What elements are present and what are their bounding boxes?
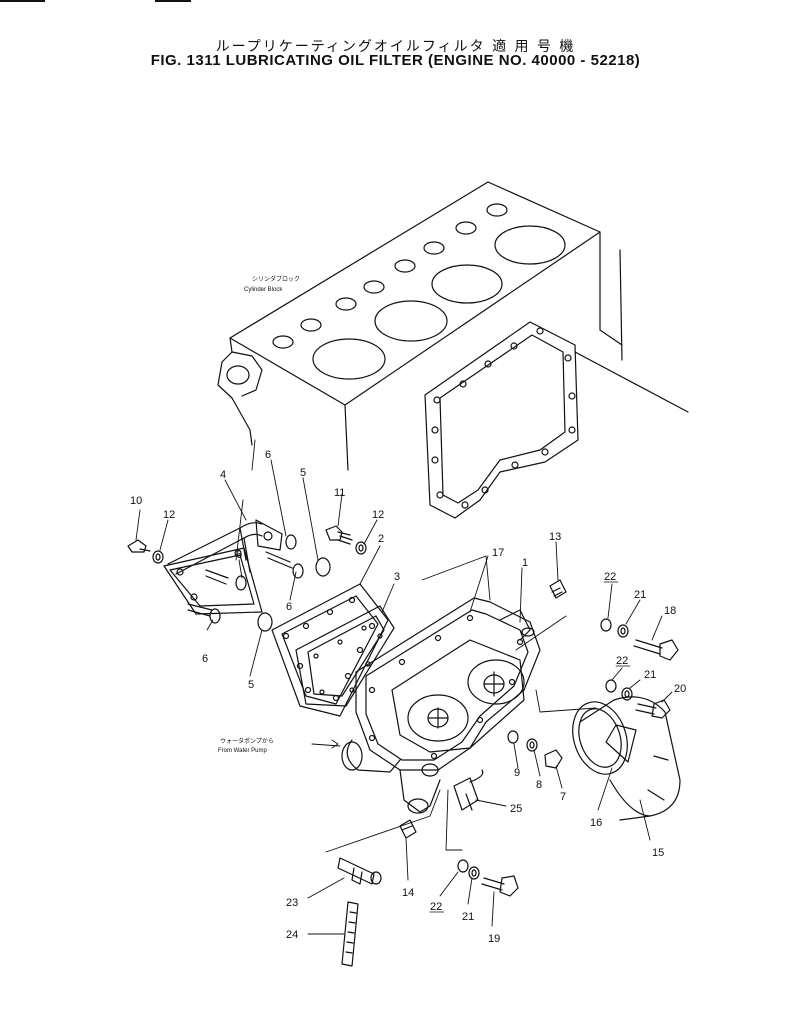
part-10: 10 xyxy=(130,495,142,507)
hose-24 xyxy=(341,901,359,967)
part-20: 20 xyxy=(674,683,686,695)
part-13: 13 xyxy=(549,531,561,543)
part-21a: 21 xyxy=(634,589,646,601)
gasket-3 xyxy=(295,605,395,707)
bolt-11 xyxy=(325,525,353,545)
part-12a: 12 xyxy=(163,509,175,521)
washers-and-o-rings xyxy=(152,534,633,880)
part-21b: 21 xyxy=(644,669,656,681)
part-5a: 5 xyxy=(300,467,306,479)
part-23: 23 xyxy=(286,897,298,909)
part-24: 24 xyxy=(286,929,298,941)
bolt-19 xyxy=(481,875,519,897)
figure-title: FIG. 1311 LUBRICATING OIL FILTER (ENGINE… xyxy=(150,52,641,69)
part-1: 1 xyxy=(522,557,528,569)
title-japanese: ループリケーティングオイルフィルタ 適 用 号 機 xyxy=(215,39,576,55)
part-9: 9 xyxy=(514,767,520,779)
part-6c: 6 xyxy=(286,601,292,613)
plug-14 xyxy=(399,819,417,839)
part-7: 7 xyxy=(560,791,566,803)
part-21c: 21 xyxy=(462,911,474,923)
underlines xyxy=(429,581,631,913)
spin-on-filter xyxy=(572,696,681,821)
scan-mark xyxy=(155,0,191,2)
part-6d: 6 xyxy=(202,653,208,665)
filter-head-body xyxy=(341,597,541,814)
part-12b: 12 xyxy=(372,509,384,521)
cylinder-block-label: Cylinder Block xyxy=(244,287,283,293)
part-3: 3 xyxy=(394,571,400,583)
part-4: 4 xyxy=(220,469,226,481)
water-pump-label-jp: ウォータポンプから xyxy=(220,737,274,745)
part-14: 14 xyxy=(402,887,414,899)
cylinder-block xyxy=(217,181,689,519)
oil-pipe xyxy=(163,519,283,615)
part-6a: 6 xyxy=(265,449,271,461)
leader-lines xyxy=(135,439,673,935)
studs xyxy=(187,551,293,617)
water-pump-label: From Water Pump xyxy=(218,748,267,754)
part-22b: 22 xyxy=(616,655,628,667)
bolt-18 xyxy=(633,639,679,661)
bolt-10 xyxy=(127,539,151,553)
part-2: 2 xyxy=(378,533,384,545)
part-number-labels: 1 2 3 4 5 5 6 6 6 6 7 8 9 10 11 12 12 13… xyxy=(130,449,686,945)
part-16: 16 xyxy=(590,817,602,829)
part-15: 15 xyxy=(652,847,664,859)
plug-13 xyxy=(549,579,567,599)
part-22c: 22 xyxy=(430,901,442,913)
part-5b: 5 xyxy=(248,679,254,691)
part-8: 8 xyxy=(536,779,542,791)
tee-fitting-23 xyxy=(337,857,382,885)
cylinder-block-label-jp: シリンダブロック xyxy=(252,275,300,283)
part-6b: 6 xyxy=(236,549,242,561)
switch-25 xyxy=(453,769,484,811)
annotation-labels: シリンダブロック Cylinder Block ウォータポンプから From W… xyxy=(218,275,300,754)
part-22a: 22 xyxy=(604,571,616,583)
part-11: 11 xyxy=(334,487,345,499)
part-19: 19 xyxy=(488,933,500,945)
part-25: 25 xyxy=(510,803,522,815)
part-17: 17 xyxy=(492,547,504,559)
part-18: 18 xyxy=(664,605,676,617)
bolt-20 xyxy=(635,699,671,719)
scan-mark xyxy=(0,0,45,2)
